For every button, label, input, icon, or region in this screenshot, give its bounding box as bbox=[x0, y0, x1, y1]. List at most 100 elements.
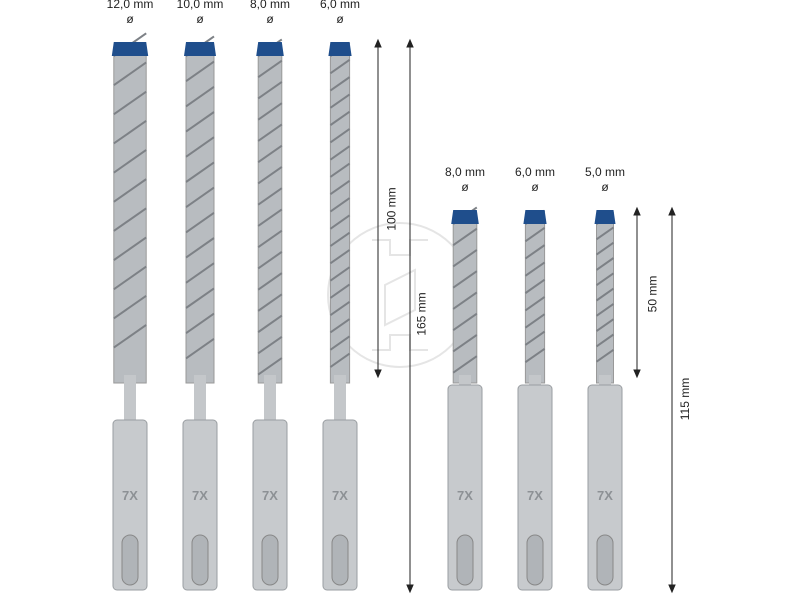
flute-spiral bbox=[595, 287, 615, 302]
flute-spiral bbox=[524, 227, 546, 243]
drill-bit: 7X bbox=[587, 210, 623, 591]
neck bbox=[194, 375, 206, 420]
diameter-symbol: ø bbox=[126, 12, 134, 26]
neck bbox=[334, 375, 346, 420]
diameter-value: 6,0 mm bbox=[514, 165, 555, 179]
flute-spiral bbox=[257, 314, 283, 333]
diameter-value: 8,0 mm bbox=[444, 165, 485, 179]
carbide-tip bbox=[256, 42, 284, 56]
flute-spiral bbox=[113, 90, 147, 116]
flute-spiral bbox=[185, 111, 215, 133]
neck bbox=[529, 375, 541, 385]
flute-spiral bbox=[185, 337, 215, 360]
diameter-symbol: ø bbox=[266, 12, 274, 26]
flute-spiral bbox=[329, 266, 351, 282]
shank-groove bbox=[261, 534, 279, 586]
shank-groove bbox=[456, 534, 474, 586]
neck bbox=[599, 375, 611, 385]
flute-spiral bbox=[329, 249, 351, 265]
flute-spiral bbox=[185, 85, 215, 108]
flute-spiral bbox=[257, 229, 283, 248]
flute-spiral bbox=[329, 145, 351, 161]
shank-mark: 7X bbox=[457, 488, 473, 503]
flute-spiral bbox=[257, 251, 283, 270]
diameter-symbol: ø bbox=[461, 180, 469, 194]
flute-spiral bbox=[257, 272, 283, 291]
neck bbox=[264, 375, 276, 420]
diameter-symbol: ø bbox=[601, 180, 609, 194]
flute-spiral bbox=[113, 178, 147, 203]
shank-mark: 7X bbox=[192, 488, 208, 503]
flute-body bbox=[113, 49, 147, 384]
flute-spiral bbox=[329, 283, 351, 299]
flute-spiral bbox=[113, 149, 147, 174]
flute-spiral bbox=[595, 257, 615, 271]
flute-spiral bbox=[185, 262, 215, 284]
flute-spiral bbox=[329, 352, 351, 368]
flute-spiral bbox=[113, 61, 147, 86]
flute-spiral bbox=[329, 162, 351, 178]
flute-spiral bbox=[185, 186, 215, 209]
flute-spiral bbox=[185, 312, 215, 335]
neck bbox=[459, 375, 471, 385]
flute-spiral bbox=[185, 60, 215, 83]
shank-groove bbox=[121, 534, 139, 586]
diameter-symbol: ø bbox=[196, 12, 204, 26]
flute-spiral bbox=[452, 334, 478, 353]
flute-spiral bbox=[524, 347, 546, 364]
flute-spiral bbox=[329, 335, 351, 351]
flute-spiral bbox=[329, 128, 351, 144]
flute-spiral bbox=[257, 102, 283, 121]
flute-spiral bbox=[329, 76, 351, 92]
flute-spiral bbox=[257, 123, 283, 142]
shank-groove bbox=[596, 534, 614, 586]
shank bbox=[587, 384, 623, 591]
diameter-value: 10,0 mm bbox=[176, 0, 224, 11]
flute-spiral bbox=[257, 81, 283, 100]
drill-bit: 7X bbox=[322, 41, 358, 591]
flute-spiral bbox=[257, 208, 283, 227]
carbide-tip bbox=[594, 210, 616, 224]
carbide-tip bbox=[111, 42, 149, 56]
drill-bit: 7X bbox=[111, 32, 149, 591]
shank-mark: 7X bbox=[122, 488, 138, 503]
drill-bit: 7X bbox=[447, 206, 483, 591]
dimension-long-total: 165 mm bbox=[414, 292, 429, 336]
flute-spiral bbox=[113, 324, 147, 349]
diameter-value: 8,0 mm bbox=[249, 0, 290, 11]
flute-spiral bbox=[113, 294, 147, 320]
flute-spiral bbox=[257, 293, 283, 312]
shank-groove bbox=[526, 534, 544, 586]
dimension-short-total: 115 mm bbox=[678, 377, 693, 421]
shank-mark: 7X bbox=[332, 488, 348, 503]
flute-spiral bbox=[595, 303, 615, 317]
shank-groove bbox=[331, 534, 349, 586]
flute-spiral bbox=[113, 207, 147, 232]
flute-spiral bbox=[595, 348, 615, 363]
flute-spiral bbox=[595, 318, 615, 332]
flute-spiral bbox=[329, 93, 351, 109]
carbide-tip bbox=[328, 42, 352, 56]
flute-spiral bbox=[185, 161, 215, 183]
flute-spiral bbox=[185, 237, 215, 259]
diameter-symbol: ø bbox=[531, 180, 539, 194]
flute-spiral bbox=[113, 119, 147, 145]
flute-spiral bbox=[257, 187, 283, 206]
neck bbox=[124, 375, 136, 420]
flute-spiral bbox=[329, 197, 351, 213]
flute-spiral bbox=[595, 241, 615, 256]
diameter-value: 5,0 mm bbox=[584, 165, 625, 179]
flute-spiral bbox=[329, 318, 351, 334]
flute-spiral bbox=[257, 336, 283, 355]
dimension-long-working: 100 mm bbox=[384, 187, 399, 231]
flute-spiral bbox=[595, 272, 615, 287]
flute-spiral bbox=[595, 226, 615, 241]
shank-groove bbox=[191, 534, 209, 586]
